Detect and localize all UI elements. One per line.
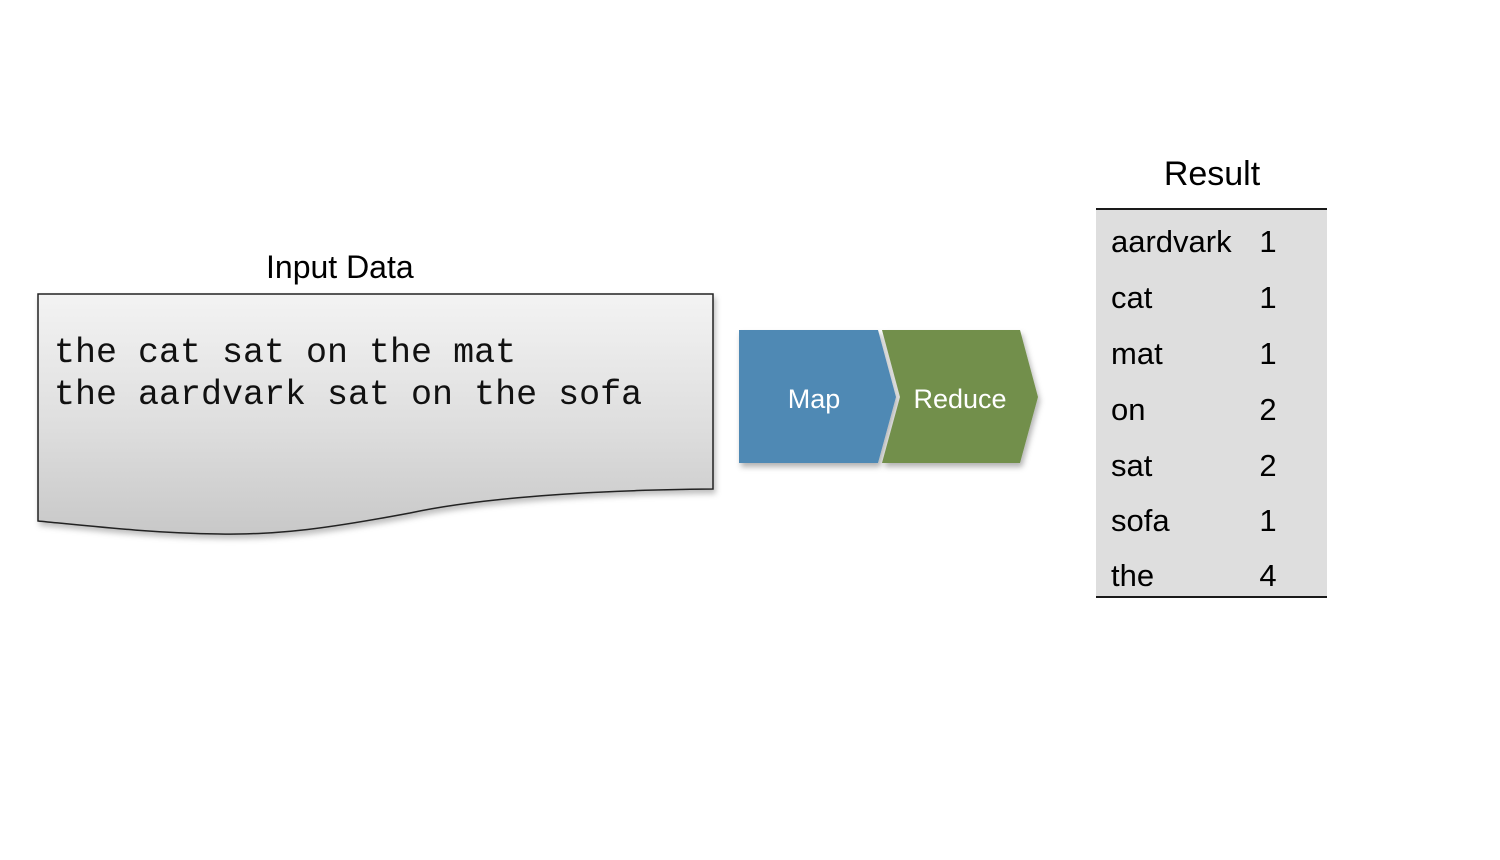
result-word: cat [1111,280,1153,315]
result-count: 2 [1259,392,1277,427]
result-count: 2 [1259,448,1277,483]
result-word: sofa [1111,503,1170,538]
input-data-title: Input Data [266,249,414,285]
input-line-2: the aardvark sat on the sofa [54,375,643,415]
result-row: sat 2 [1096,446,1327,486]
input-line-1: the cat sat on the mat [54,333,517,373]
result-row: sofa 1 [1096,501,1327,541]
result-count: 1 [1259,336,1277,371]
reduce-label: Reduce [913,384,1007,414]
map-reduce-flow [739,330,1038,463]
result-count: 4 [1259,558,1277,593]
result-count: 1 [1259,280,1277,315]
reduce-chevron [882,330,1038,463]
map-label: Map [787,384,841,414]
result-word: sat [1111,448,1153,483]
result-count: 1 [1259,503,1277,538]
result-row: cat 1 [1096,278,1327,318]
map-chevron [739,330,896,463]
input-document-shape [37,293,714,535]
result-row: on 2 [1096,390,1327,430]
result-row: the 4 [1096,556,1327,596]
result-title: Result [1163,155,1261,193]
result-table: aardvark 1 cat 1 mat 1 on 2 sat 2 sofa 1… [1096,208,1327,598]
result-word: mat [1111,336,1163,371]
result-word: the [1111,558,1155,593]
result-row: aardvark 1 [1096,222,1327,262]
result-word: on [1111,392,1146,427]
result-row: mat 1 [1096,334,1327,374]
result-count: 1 [1259,224,1277,259]
result-word: aardvark [1111,224,1232,259]
